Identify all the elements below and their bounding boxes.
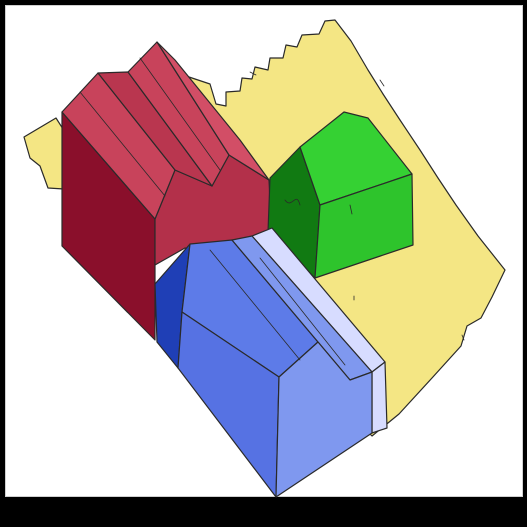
blue-building-pale-end bbox=[372, 362, 387, 433]
site-hatch-mark bbox=[380, 80, 384, 86]
